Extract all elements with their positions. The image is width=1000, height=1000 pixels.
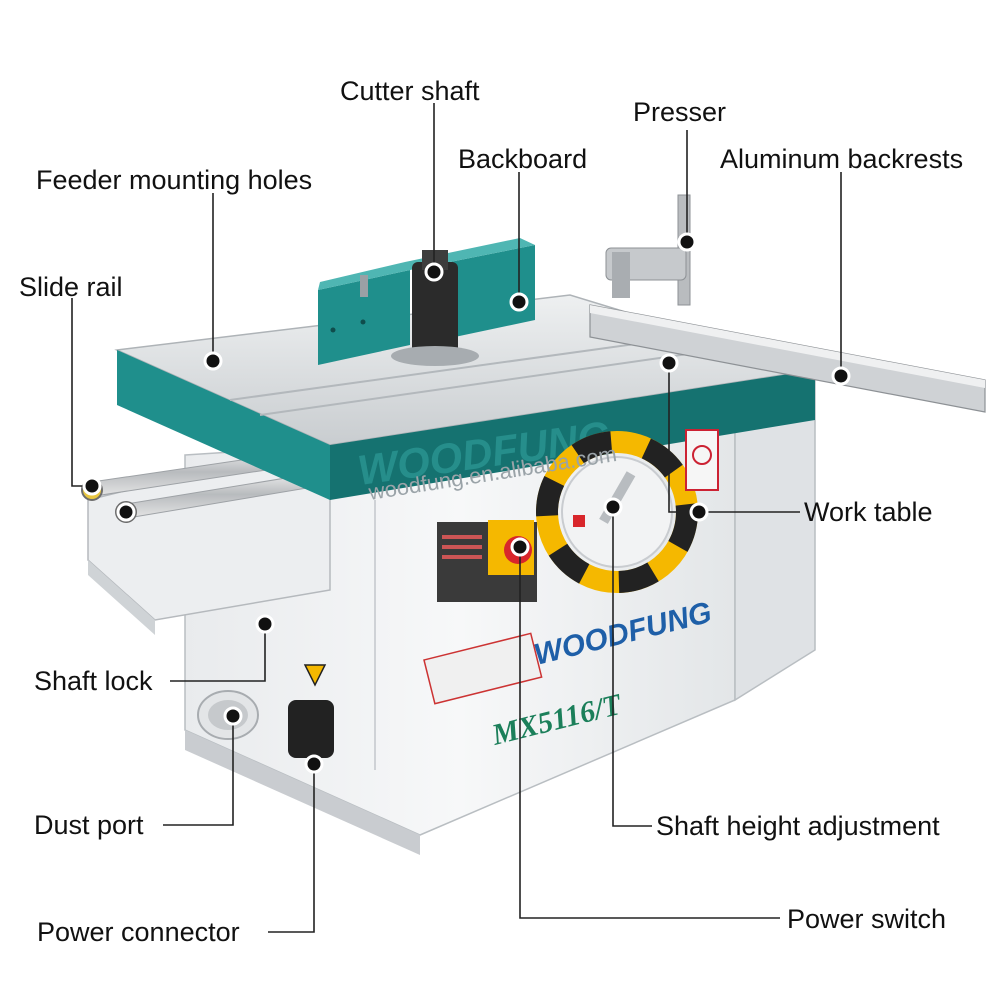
backboard-graphic [318, 238, 535, 365]
callout-backboard: Backboard [458, 144, 588, 174]
callout-work-table: Work table [804, 497, 933, 527]
callout-shaft-height-adjustment: Shaft height adjustment [656, 811, 940, 841]
presser-graphic [605, 194, 691, 325]
callout-power-switch: Power switch [787, 904, 947, 934]
callout-slide-rail: Slide rail [19, 272, 123, 302]
power-connector-graphic [288, 664, 334, 758]
power-switch-graphic [437, 520, 537, 602]
warning-label [685, 429, 719, 491]
leader-dots [82, 232, 851, 774]
aluminum-backrest-graphic [589, 304, 986, 413]
callout-presser: Presser [633, 97, 727, 127]
callout-feeder-mounting-holes: Feeder mounting holes [36, 165, 313, 195]
callout-power-connector: Power connector [37, 917, 240, 947]
callout-cutter-shaft: Cutter shaft [340, 76, 480, 106]
callout-shaft-lock: Shaft lock [34, 666, 153, 696]
callout-dust-port: Dust port [34, 810, 144, 840]
callout-aluminum-backrests: Aluminum backrests [720, 144, 964, 174]
